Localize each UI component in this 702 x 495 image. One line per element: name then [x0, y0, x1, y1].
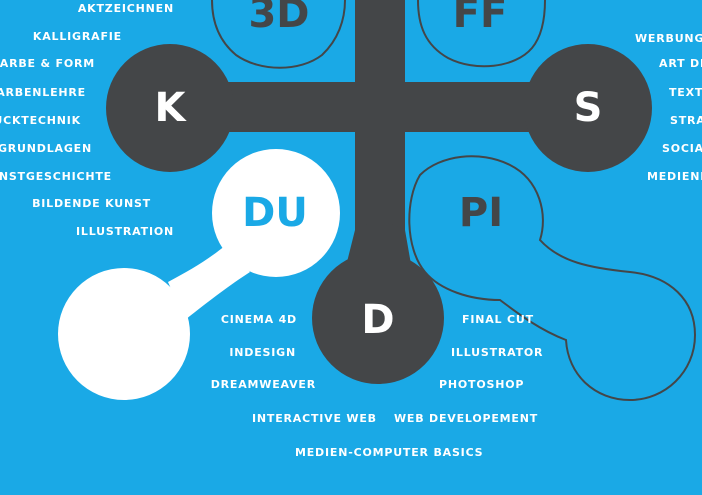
software-final-cut: FINAL CUT — [462, 313, 534, 326]
node-s-bubble — [524, 44, 652, 172]
software-indesign: INDESIGN — [229, 346, 296, 359]
right-label-medienrecht: MEDIENR — [647, 170, 702, 183]
node-du-bubble — [212, 149, 340, 277]
left-label-drucktechnik: RUCKTECHNIK — [0, 114, 81, 127]
node-d-bubble — [312, 252, 444, 384]
node-3d-outline — [211, 0, 346, 69]
white-molecule — [58, 149, 340, 400]
left-label-kunstgeschichte: KUNSTGESCHICHTE — [0, 170, 112, 183]
software-dreamweaver: DREAMWEAVER — [210, 378, 316, 391]
node-3d-label: 3D — [248, 0, 310, 37]
left-label-farbe-form: FARBE & FORM — [0, 57, 95, 70]
left-label-grundlagen: SGRUNDLAGEN — [0, 142, 92, 155]
white-neck — [168, 245, 250, 320]
left-label-bildende-kunst: BILDENDE KUNST — [32, 197, 151, 210]
node-d-label: D — [361, 297, 395, 343]
left-label-kalligrafie: KALLIGRAFIE — [32, 30, 122, 43]
software-interactive-web: INTERACTIVE WEB — [252, 412, 377, 425]
node-ff-outline — [417, 0, 546, 68]
node-k-label: K — [154, 85, 186, 131]
software-web-development: WEB DEVELOPEMENT — [394, 412, 539, 425]
right-label-strategie: STRAT — [670, 114, 702, 127]
node-pi-outline — [408, 155, 697, 402]
white-lower-bubble — [58, 268, 190, 400]
right-label-text: TEXT — [669, 86, 702, 99]
node-k-bubble — [106, 44, 234, 172]
outline-shapes — [211, 0, 697, 402]
dark-neck — [345, 222, 412, 270]
left-label-farbenlehre: FARBENLEHRE — [0, 86, 86, 99]
right-label-social: SOCIAL — [662, 142, 702, 155]
node-du-label: DU — [242, 190, 308, 236]
right-label-werbung: WERBUNG — [635, 32, 702, 45]
right-label-art-direction: ART DIR — [659, 57, 702, 70]
dark-molecule — [106, 0, 652, 384]
node-s-label: S — [573, 85, 603, 131]
software-medien-computer-basics: MEDIEN-COMPUTER BASICS — [295, 446, 484, 459]
software-photoshop: PHOTOSHOP — [439, 378, 525, 391]
left-label-illustration: ILLUSTRATION — [76, 225, 174, 238]
software-cinema-4d: CINEMA 4D — [220, 313, 297, 326]
node-pi-label: PI — [458, 190, 504, 236]
node-ff-label: FF — [452, 0, 508, 37]
software-illustrator: ILLUSTRATOR — [451, 346, 544, 359]
left-label-aktzeichnen: AKTZEICHNEN — [77, 2, 174, 15]
